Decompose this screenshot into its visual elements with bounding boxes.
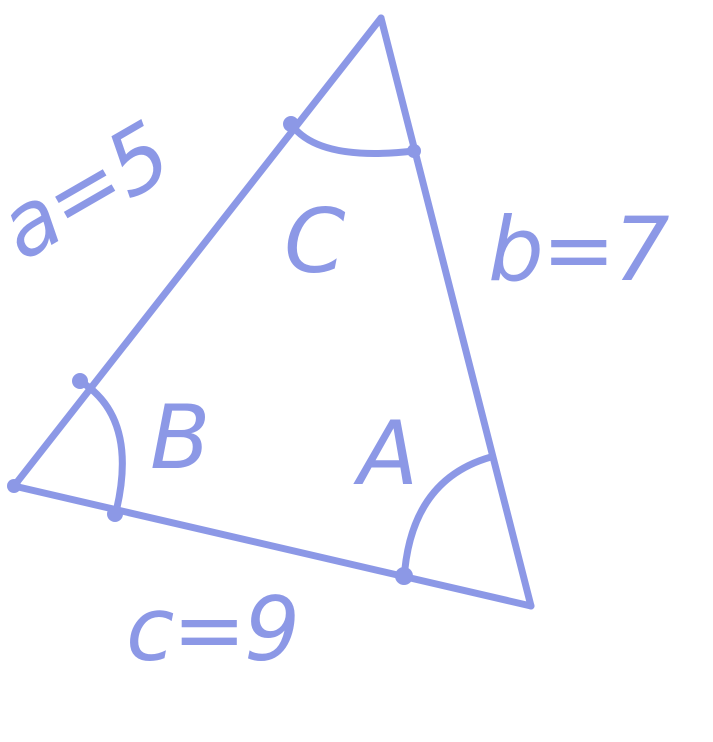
angle-arc-c [287, 120, 418, 157]
pen-dot [283, 116, 299, 132]
side-c [10, 482, 535, 610]
angle-label-a: A [353, 402, 416, 505]
side-label-a: a=5 [0, 102, 186, 280]
pen-dot [72, 373, 88, 389]
side-a [10, 14, 385, 490]
angle-arcs [76, 120, 495, 584]
side-label-b: b=7 [488, 198, 670, 301]
side-b [377, 14, 535, 610]
side-label-c: c=9 [126, 578, 298, 681]
angle-arc-a [400, 453, 495, 584]
angle-label-b: B [150, 386, 208, 489]
pen-dot [107, 506, 123, 522]
pen-dot [7, 479, 21, 493]
triangle [10, 14, 535, 610]
pen-marks [7, 116, 421, 585]
angle-arc-b [76, 377, 126, 520]
angle-label-c: C [284, 190, 346, 293]
pen-dot [395, 567, 413, 585]
pen-dot [407, 144, 421, 158]
